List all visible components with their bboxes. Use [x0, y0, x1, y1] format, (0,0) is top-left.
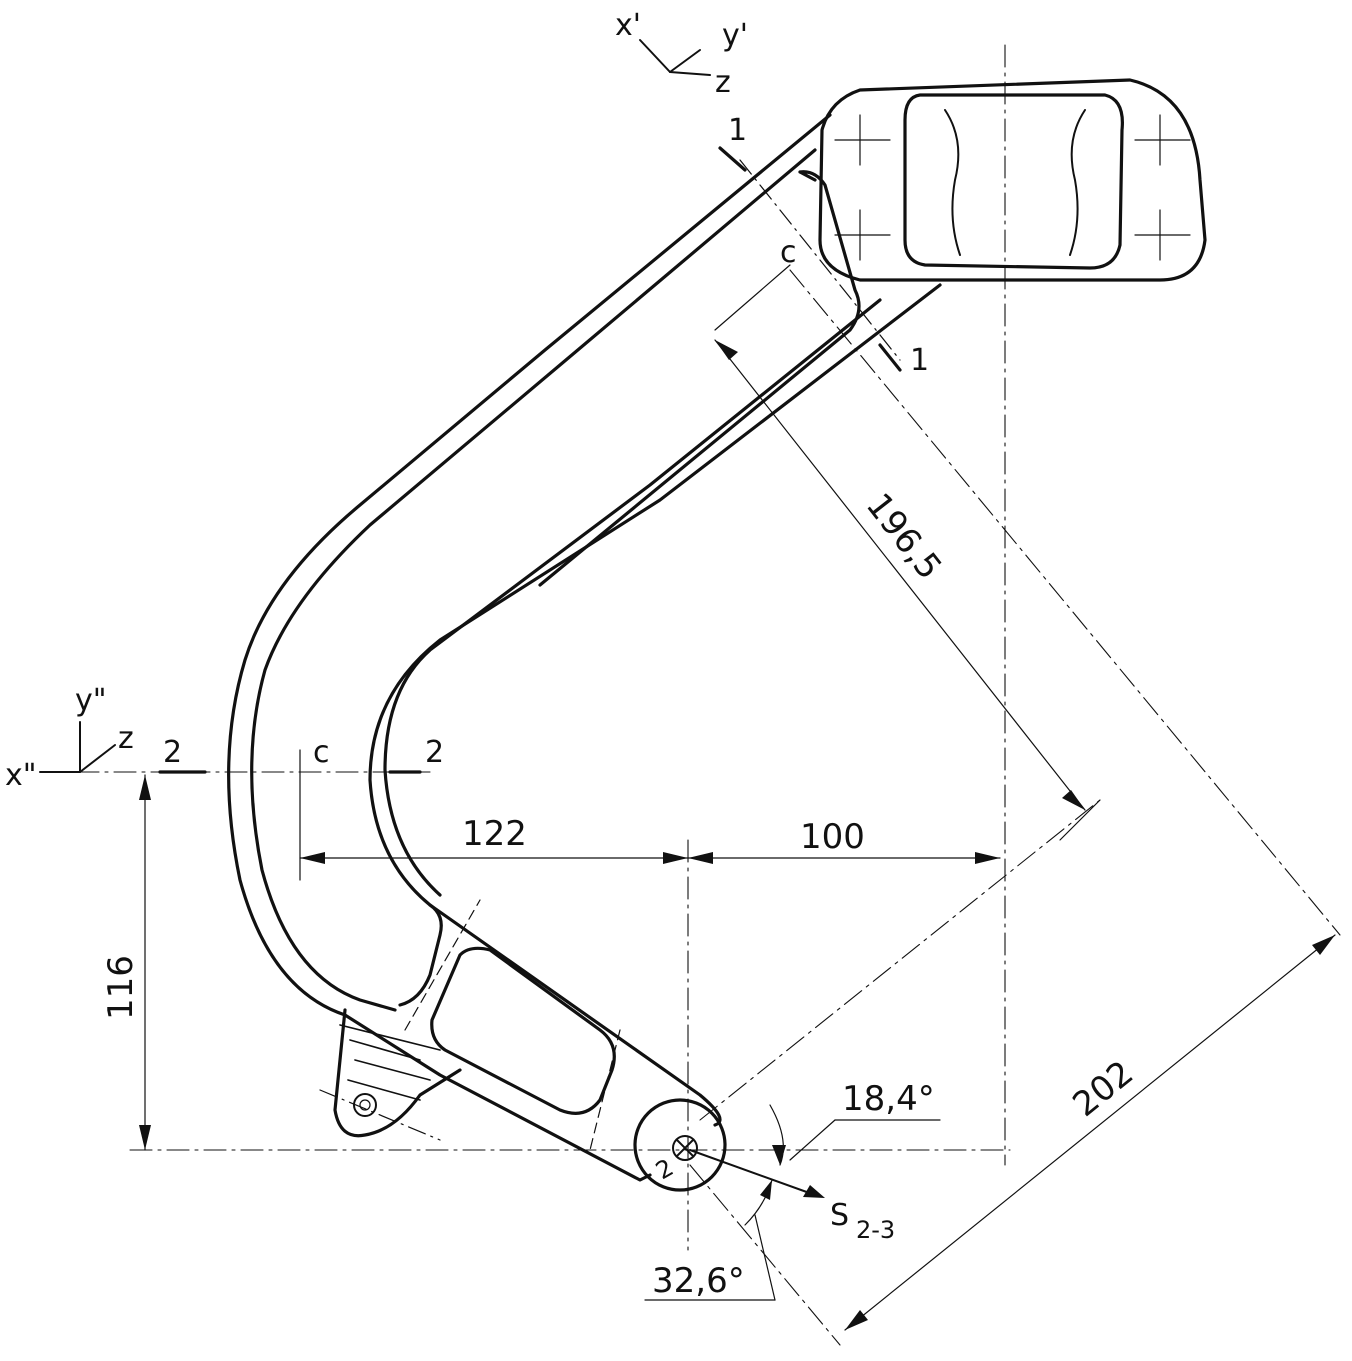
coord-top-x-label: x' — [615, 8, 641, 43]
pivot-boss — [404, 899, 727, 1192]
bracket-lower-outer-edge — [368, 283, 942, 1127]
section1-bottom-stroke — [878, 343, 902, 372]
section-markers: 1 1 2 2 c c 2 — [158, 113, 929, 1185]
dim-vertical: 116 — [101, 774, 151, 1151]
pivot-pin-outer — [672, 1135, 698, 1161]
dim-202-text: 202 — [1065, 1053, 1141, 1125]
angle-annotations: 18,4° 32,6° — [644, 1079, 941, 1301]
dim-ext-196-top — [714, 264, 791, 331]
dim-100: 100 — [800, 817, 865, 857]
dim-extension-202-a — [699, 799, 1101, 1121]
coord-top-z-axis — [669, 71, 711, 76]
dim-116: 116 — [101, 955, 141, 1020]
dim-122: 122 — [462, 814, 527, 854]
bracket-body — [227, 113, 942, 1182]
dim-arrow-202-bottom — [845, 1310, 868, 1330]
angle-32-leader — [754, 1214, 776, 1301]
section2-left-label: 2 — [163, 735, 182, 770]
angle-32-arrow — [760, 1180, 772, 1200]
angle-18-arc — [769, 1104, 784, 1166]
section2-right-label: 2 — [425, 735, 444, 770]
section1-top-stroke — [718, 146, 747, 172]
lug-centerline — [319, 1089, 441, 1141]
angle-18-leader — [789, 1119, 836, 1161]
dim-horizontal: 122 100 — [299, 814, 1001, 864]
hidden-line-1 — [589, 1029, 621, 1151]
coord-top-x-axis — [639, 39, 671, 73]
dim-arrow-mid-l — [663, 852, 688, 864]
plate-bracket-left — [944, 109, 961, 256]
force-vector: S 2-3 — [689, 1149, 895, 1244]
dim-line-196 — [714, 339, 1086, 811]
lug-hole-outer — [353, 1093, 377, 1117]
force-arrow-shaft — [689, 1149, 816, 1196]
coord-system-left: x" y" z — [5, 683, 134, 793]
angle-18-arrow — [772, 1145, 786, 1165]
coord-left-z-axis — [79, 744, 116, 773]
dim-arrow-196-bottom — [1062, 790, 1085, 810]
mounting-plate-window — [903, 93, 1124, 270]
pivot-pin-x2 — [676, 1139, 694, 1157]
pivot-boss-outline — [633, 1098, 727, 1192]
plate-bracket-right — [1069, 109, 1086, 256]
dim-line-202 — [844, 934, 1336, 1331]
lug-outline — [333, 1008, 462, 1138]
force-arrowhead — [803, 1185, 825, 1198]
coord-system-top: x' y' z — [615, 8, 748, 100]
dim-202: 202 — [844, 934, 1336, 1331]
coord-top-y-axis — [669, 49, 701, 73]
coord-left-y-label: y" — [75, 683, 107, 718]
dim-arrow-116-bottom — [139, 1125, 151, 1150]
dim-extension-202-c — [789, 269, 1341, 936]
dim-ext-196-bottom — [1059, 799, 1101, 841]
angle-18-4: 18,4° — [842, 1079, 935, 1119]
section1-top-label: 1 — [728, 113, 747, 148]
dim-196-5: 196,5 — [858, 486, 949, 587]
lug-hole-inner — [359, 1099, 371, 1111]
force-subscript: 2-3 — [856, 1216, 895, 1244]
inner-rib-window — [398, 903, 443, 1007]
dim-arrow-196-top — [715, 340, 738, 360]
bracket-lower-inner-edge — [383, 298, 882, 897]
bracket-outer-contour — [227, 113, 832, 1182]
dim-arrow-202-top — [1312, 935, 1335, 955]
dim-arrow-left — [300, 852, 325, 864]
bracket-inner-contour — [250, 148, 817, 1012]
dim-196: 196,5 — [714, 264, 1101, 841]
section1-cut-line — [739, 159, 901, 361]
mounting-plate — [818, 78, 1207, 282]
coord-top-z-label: z — [715, 65, 731, 100]
hidden-line-2 — [404, 899, 481, 1031]
mounting-plate-outline — [818, 78, 1207, 282]
dim-arrow-mid-r — [688, 852, 713, 864]
coord-top-y-label: y' — [722, 18, 748, 53]
section1-bottom-label: 1 — [910, 343, 929, 378]
lower-window — [430, 946, 616, 1115]
dim-arrow-116-top — [139, 775, 151, 800]
upper-slot — [538, 170, 861, 587]
lug-hatch-4 — [339, 1024, 441, 1051]
c-top-label: c — [780, 235, 797, 270]
lug-hatch-1 — [349, 1039, 421, 1061]
dim-arrow-right — [975, 852, 1000, 864]
coord-left-z-label: z — [118, 721, 134, 756]
force-label: S — [830, 1198, 849, 1233]
c-left-label: c — [313, 735, 330, 770]
lower-lug — [319, 1008, 462, 1141]
lug-hatch-3 — [347, 1079, 421, 1101]
pivot-joint-label: 2 — [651, 1153, 678, 1185]
lug-hatch-2 — [354, 1059, 431, 1081]
coord-left-x-label: x" — [5, 758, 37, 793]
angle-32-6: 32,6° — [652, 1261, 745, 1301]
